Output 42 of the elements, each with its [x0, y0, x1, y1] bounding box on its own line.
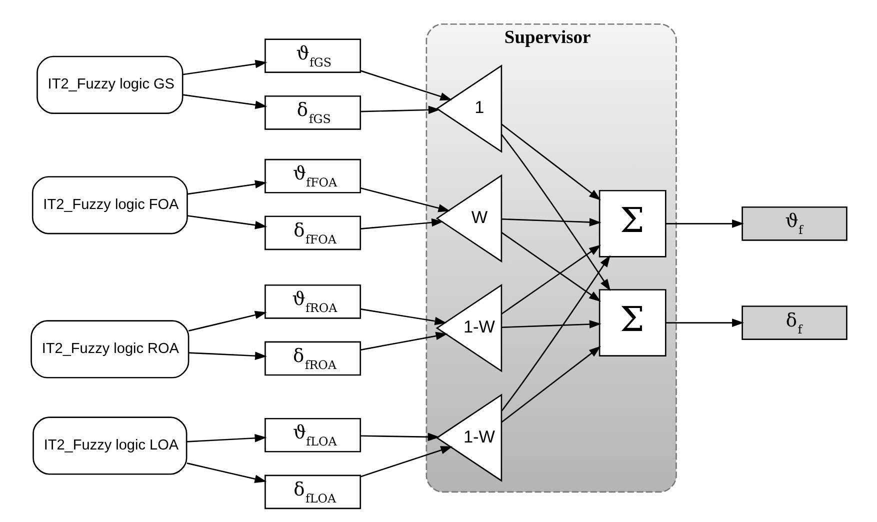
node-box: IT2_Fuzzy logic ROA [30, 320, 189, 378]
arrow [360, 187, 450, 212]
node-box: δ$_{fROA}$ [264, 341, 361, 376]
arrow [188, 352, 266, 360]
arrow [186, 434, 266, 442]
node-box: ϑ$_{f}$ [741, 206, 847, 241]
arrow [182, 60, 267, 76]
arrow [186, 180, 266, 195]
node-box: ϑ$_{fFOA}$ [264, 158, 361, 194]
arrow [182, 94, 267, 109]
arrow [665, 318, 744, 327]
node-box: δ$_{f}$ [741, 306, 847, 340]
arrow [360, 332, 448, 351]
node-box: IT2_Fuzzy logic LOA [32, 416, 187, 475]
arrow [360, 446, 452, 478]
node-box: ϑ$_{fGS}$ [264, 38, 361, 73]
arrow [500, 244, 600, 315]
arrow [501, 218, 601, 226]
node-box: δ$_{fFOA}$ [264, 216, 361, 250]
node-box: δ$_{fGS}$ [264, 95, 361, 130]
arrow [360, 308, 446, 326]
arrow [360, 70, 452, 100]
arrow [500, 255, 610, 412]
node-box: ϑ$_{fLOA}$ [264, 418, 361, 452]
node-box: δ$_{fLOA}$ [264, 474, 361, 510]
node-box: Σ [598, 190, 666, 258]
node-box: ϑ$_{fROA}$ [264, 284, 361, 319]
arrow [500, 134, 610, 291]
arrow [500, 124, 600, 200]
arrow [500, 346, 600, 423]
arrow [360, 106, 440, 114]
arrow [665, 220, 744, 228]
arrow [360, 432, 440, 442]
node-box: IT2_Fuzzy logic GS [36, 56, 183, 114]
arrow [501, 320, 601, 328]
arrow [186, 462, 266, 483]
node-box: IT2_Fuzzy logic FOA [31, 176, 188, 234]
arrow [186, 215, 266, 230]
arrow [360, 218, 444, 230]
node-box: Σ [598, 289, 666, 356]
arrow [500, 232, 600, 302]
arrow [188, 310, 266, 332]
